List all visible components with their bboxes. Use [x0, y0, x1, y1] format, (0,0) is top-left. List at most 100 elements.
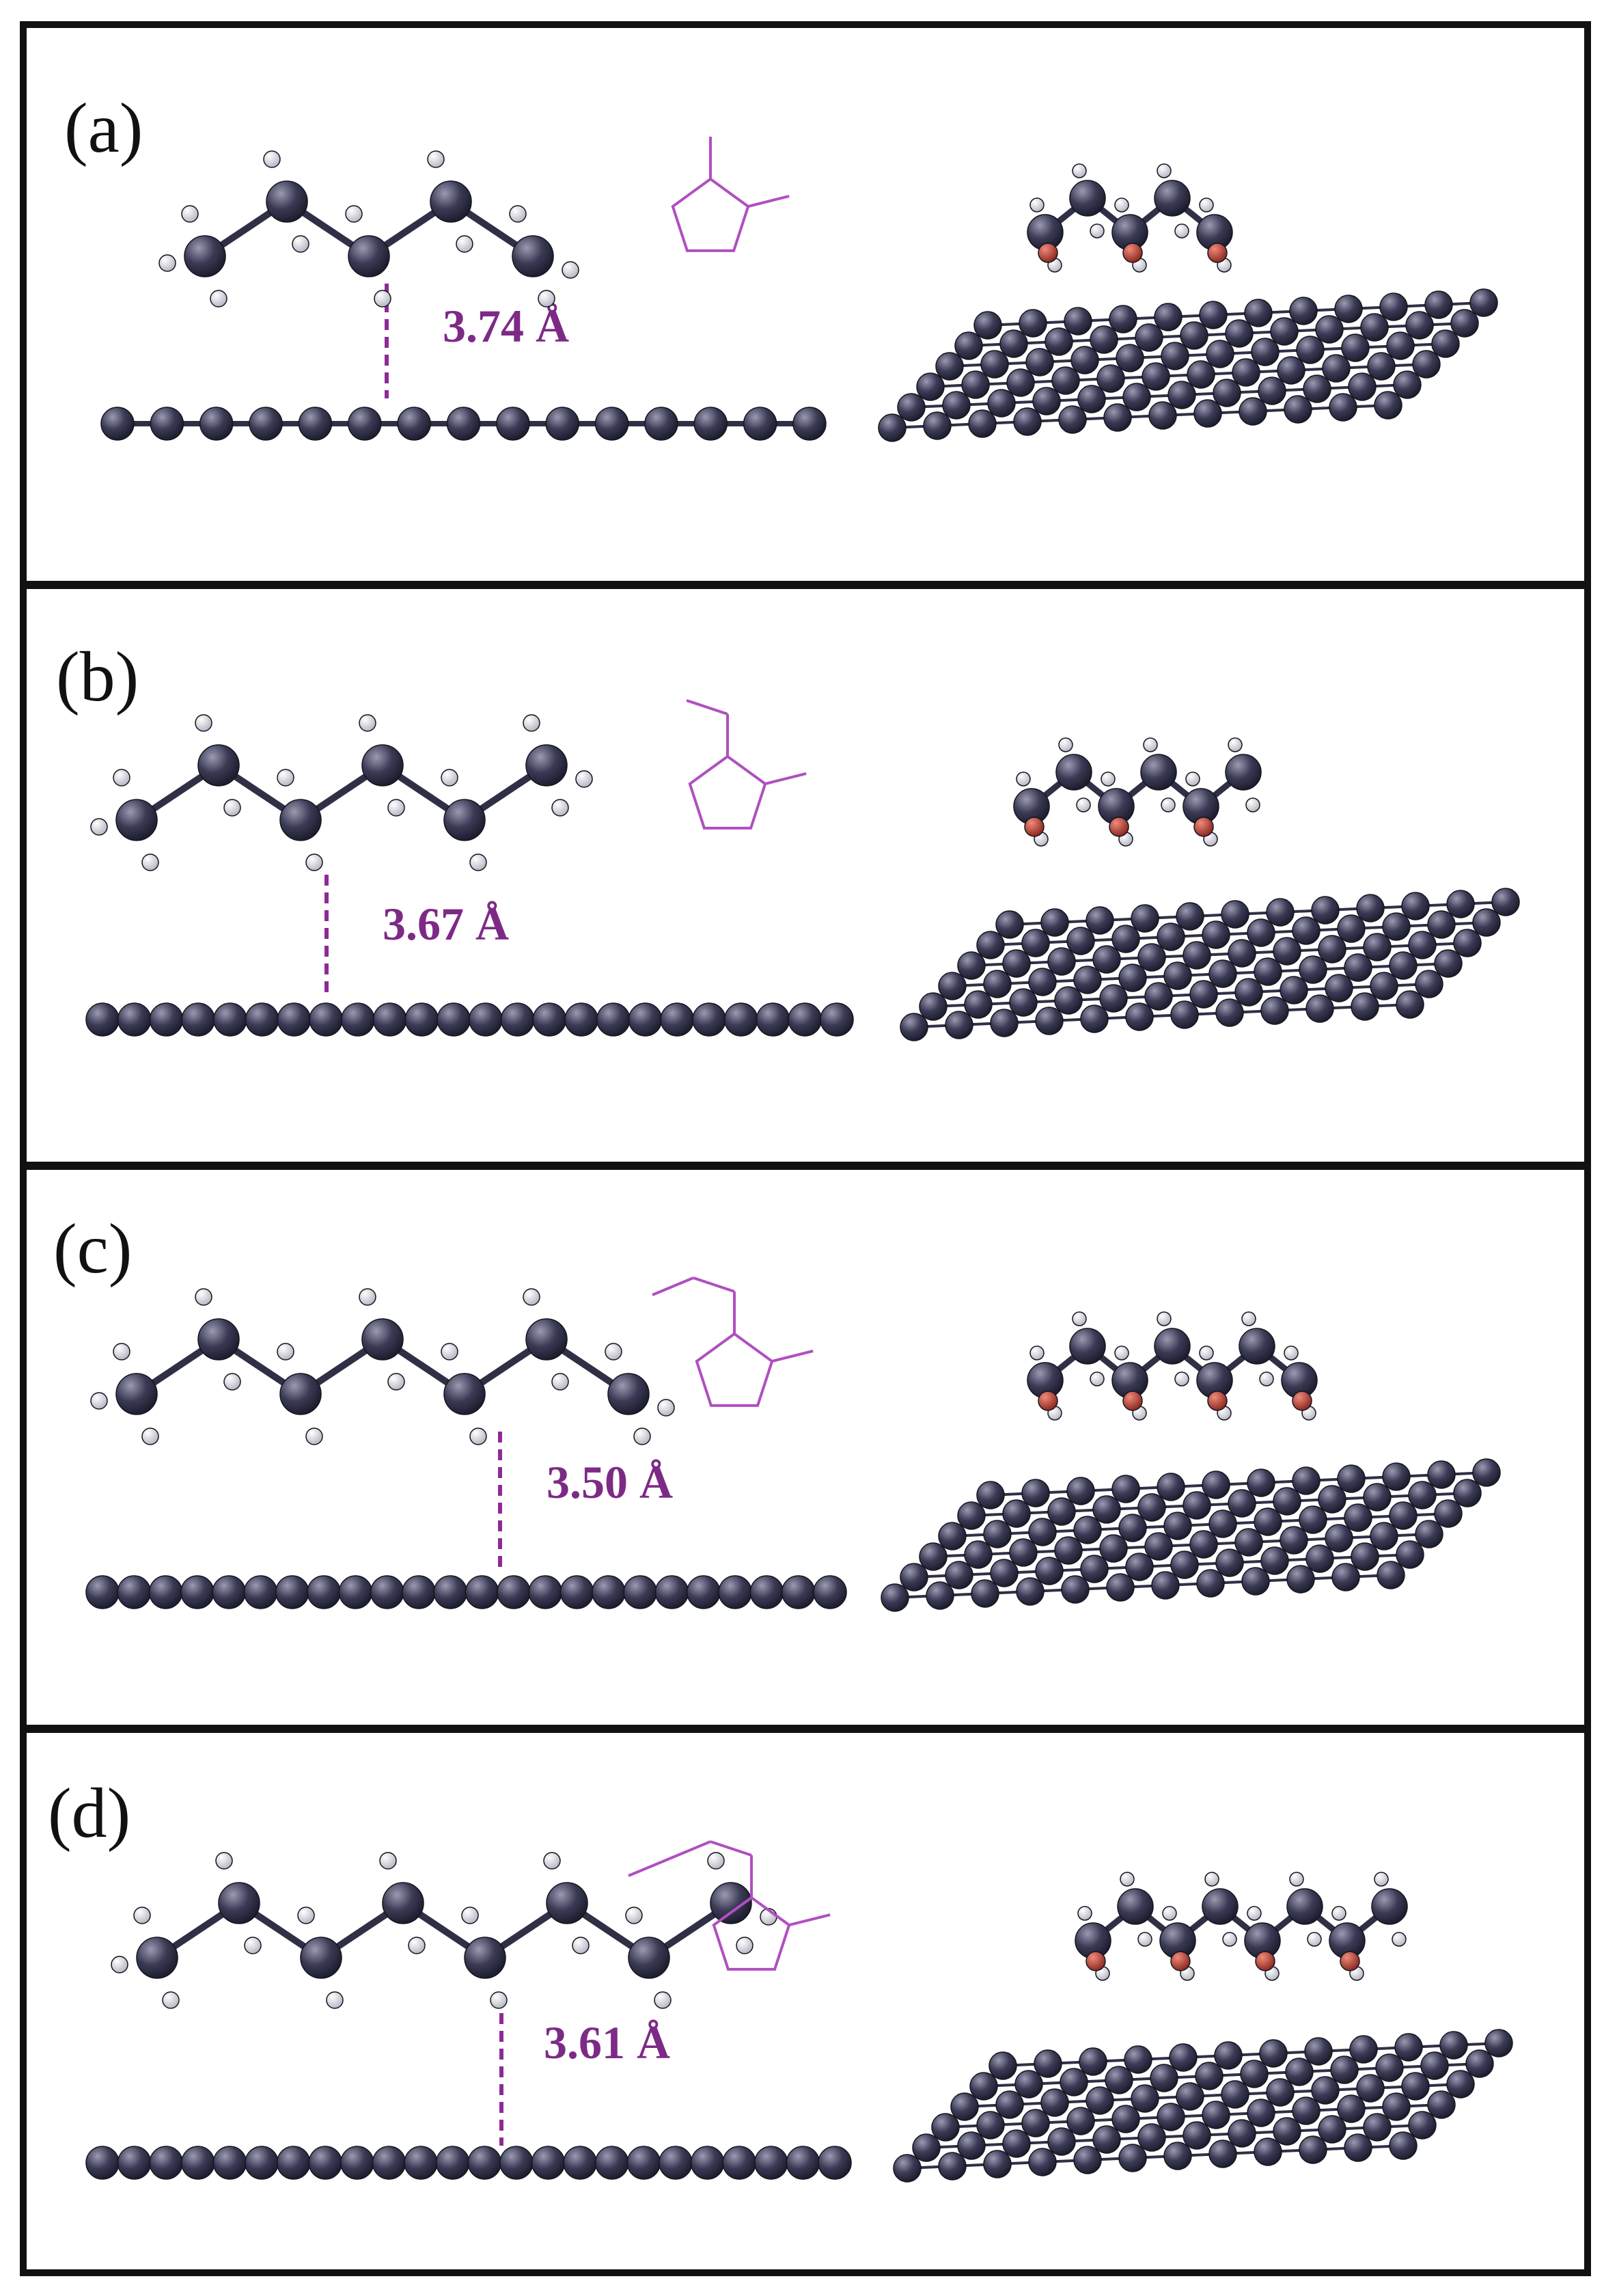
carbon-atom — [1157, 1473, 1185, 1501]
carbon-atom — [197, 744, 240, 787]
carbon-atom — [1234, 1528, 1263, 1557]
carbon-atom — [402, 1575, 436, 1609]
carbon-atom — [1021, 1479, 1050, 1507]
carbon-atom — [1144, 1532, 1173, 1561]
hydrogen-atom — [523, 1288, 540, 1306]
carbon-atom — [1450, 309, 1479, 338]
hydrogen-atom — [1077, 1906, 1092, 1921]
adsorbed-molecule-side-view — [90, 714, 593, 871]
carbon-atom — [1028, 1518, 1057, 1546]
carbon-atom — [1202, 2101, 1230, 2129]
carbon-atom — [497, 1575, 531, 1609]
carbon-atom — [437, 1002, 471, 1037]
carbon-atom — [1382, 1462, 1411, 1491]
hydrogen-atom — [551, 1373, 569, 1391]
carbon-atom — [1292, 916, 1320, 945]
hydrogen-atom — [625, 1906, 643, 1924]
carbon-atom — [1331, 1563, 1360, 1591]
panel-b: (b) 3.67 Å — [56, 638, 1520, 1041]
carbon-atom — [1299, 2135, 1327, 2164]
hydrogen-atom — [1289, 1872, 1304, 1887]
carbon-atom — [999, 329, 1028, 358]
carbon-atom — [1408, 931, 1437, 959]
hydrogen-atom — [1199, 197, 1214, 213]
oxygen-atom — [1024, 817, 1045, 837]
carbon-atom — [1122, 383, 1151, 411]
carbon-atom — [372, 2146, 406, 2180]
carbon-atom — [1116, 344, 1144, 372]
carbon-atom — [1035, 1557, 1064, 1585]
carbon-atom — [1073, 1516, 1102, 1544]
carbon-atom — [1221, 900, 1249, 929]
carbon-atom — [245, 2146, 279, 2180]
hydrogen-atom — [1016, 771, 1031, 787]
carbon-atom — [184, 235, 226, 277]
carbon-atom — [626, 2146, 661, 2180]
carbon-atom — [1086, 906, 1114, 935]
carbon-atom — [1208, 1509, 1237, 1538]
hydrogen-atom — [141, 853, 159, 871]
carbon-atom — [1284, 395, 1312, 424]
carbon-atom — [931, 2113, 960, 2142]
hydrogen-atom — [379, 1852, 397, 1870]
chain-bond — [710, 1840, 752, 1857]
carbon-atom — [1111, 2105, 1140, 2133]
carbon-atom — [1009, 988, 1038, 1017]
carbon-atom — [1363, 933, 1392, 961]
carbon-atom — [1247, 1468, 1275, 1497]
hydrogen-atom — [244, 1937, 262, 1954]
carbon-atom — [180, 1575, 215, 1609]
carbon-atom — [1363, 2113, 1392, 2142]
hydrogen-atom — [1331, 1906, 1346, 1921]
carbon-atom — [1183, 941, 1211, 970]
carbon-atom — [372, 1002, 407, 1037]
carbon-atom — [1206, 340, 1234, 368]
carbon-atom — [1040, 908, 1069, 937]
oxygen-atom — [1340, 1951, 1360, 1971]
carbon-atom — [1228, 939, 1256, 968]
panel-label: (b) — [56, 638, 139, 716]
carbon-atom — [1195, 2062, 1223, 2090]
carbon-atom — [525, 744, 568, 787]
carbon-atom — [1434, 949, 1463, 978]
hydrogen-atom — [297, 1906, 315, 1924]
carbon-atom — [279, 1373, 322, 1415]
carbon-atom — [1258, 377, 1286, 405]
carbon-atom — [1318, 1485, 1346, 1514]
carbon-atom — [1431, 329, 1460, 358]
carbon-atom — [1002, 2129, 1031, 2158]
carbon-atom — [818, 2146, 852, 2180]
carbon-atom — [961, 370, 990, 399]
carbon-atom — [464, 1937, 506, 1979]
carbon-atom — [1099, 984, 1128, 1013]
carbon-atom — [300, 1937, 342, 1979]
carbon-atom — [1148, 401, 1177, 430]
carbon-atom — [1140, 754, 1177, 791]
carbon-atom — [1163, 2142, 1192, 2170]
carbon-atom — [1251, 338, 1280, 366]
hydrogen-atom — [345, 205, 363, 223]
hydrogen-atom — [1307, 1932, 1322, 1947]
carbon-atom — [370, 1575, 404, 1609]
carbon-atom — [149, 2146, 183, 2180]
carbon-atom — [1061, 1575, 1090, 1604]
hydrogen-atom — [1222, 1932, 1237, 1947]
carbon-atom — [786, 2146, 820, 2180]
carbon-atom — [995, 910, 1024, 939]
carbon-atom — [1386, 331, 1415, 360]
carbon-atom — [1273, 2117, 1301, 2146]
hydrogen-atom — [538, 290, 555, 308]
carbon-atom — [1151, 1571, 1180, 1600]
carbon-atom — [923, 411, 952, 440]
carbon-atom — [1337, 2094, 1366, 2123]
carbon-atom — [1296, 336, 1325, 364]
carbon-atom — [983, 970, 1012, 998]
carbon-atom — [792, 407, 827, 441]
carbon-atom — [1273, 1487, 1301, 1516]
carbon-atom — [1103, 403, 1132, 432]
cyclopentane-ring — [695, 1332, 774, 1407]
hydrogen-atom — [181, 205, 199, 223]
carbon-atom — [1118, 2144, 1147, 2172]
hydrogen-atom — [1058, 737, 1073, 752]
hydrogen-atom — [1101, 771, 1116, 787]
